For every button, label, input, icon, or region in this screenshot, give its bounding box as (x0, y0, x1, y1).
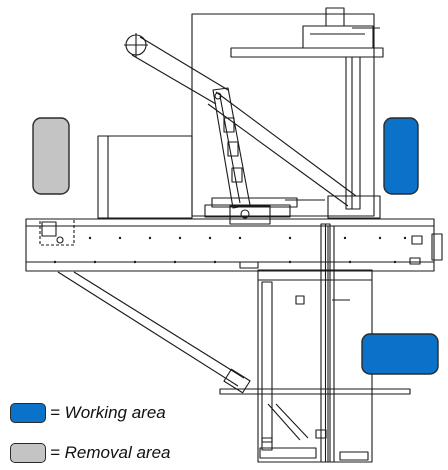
legend-working: = Working area (10, 403, 166, 423)
working-area-box-side (383, 117, 419, 195)
lower-frame (257, 269, 373, 463)
carriage (204, 195, 381, 225)
working-area-label: = Working area (50, 403, 166, 422)
removal-area-swatch (10, 443, 46, 463)
removal-area-label: = Removal area (50, 443, 171, 462)
top-motor-assembly (230, 7, 384, 210)
removal-area-box (32, 117, 70, 195)
main-rail (25, 218, 443, 272)
boom-arm (124, 33, 357, 207)
working-area-swatch (10, 403, 46, 423)
lower-shelf (219, 388, 411, 395)
back-panel (97, 13, 375, 219)
rail-bolts (53, 236, 407, 264)
working-area-box-lower (361, 333, 439, 375)
vertical-column (212, 87, 251, 209)
lower-strut (57, 271, 309, 441)
legend-removal: = Removal area (10, 443, 170, 463)
vertical-guide (315, 223, 350, 463)
